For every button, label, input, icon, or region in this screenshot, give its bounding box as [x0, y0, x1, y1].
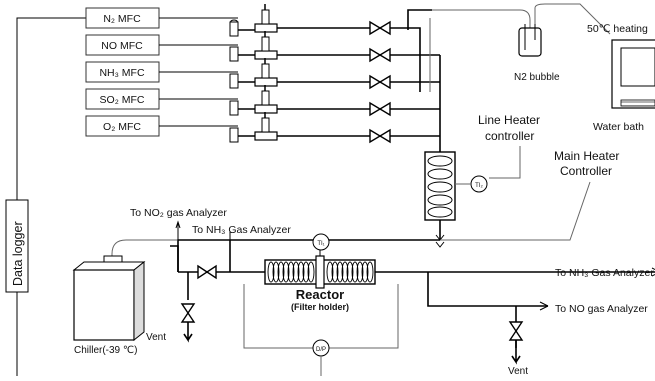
- valve-bottom-vent[interactable]: [508, 321, 524, 365]
- data-logger: Data logger: [5, 17, 88, 376]
- chiller-label: Chiller(-39 ℃): [74, 345, 137, 356]
- cylinder-n2: [229, 4, 278, 37]
- valve-no[interactable]: [369, 47, 391, 63]
- data-logger-label: Data logger: [11, 221, 25, 286]
- main-heater-label-1: Main Heater: [554, 149, 619, 163]
- line-heater-label-1: Line Heater: [478, 113, 540, 127]
- tc-line-label: TI₂: [475, 183, 483, 189]
- valve-reactor-inlet[interactable]: [197, 264, 217, 280]
- n2-bubbler: N2 bubble: [429, 3, 611, 92]
- mfc-n2: N₂ MFC: [85, 7, 160, 29]
- mfc-o2: O₂ MFC: [85, 115, 160, 137]
- to-no2-label: To NO₂ gas Analyzer: [130, 207, 227, 219]
- reactor-label: Reactor: [296, 287, 344, 302]
- water-bath: 50℃ heating Water bath: [587, 23, 655, 133]
- mfc-o2-label: O₂ MFC: [103, 121, 141, 133]
- line-heater-label-2: controller: [485, 129, 534, 143]
- mfc-nh3-label: NH₃ MFC: [99, 67, 145, 79]
- to-nh3-right-label: To NH₃ Gas Analyzer: [555, 267, 654, 279]
- vent-left-label: Vent: [146, 332, 166, 343]
- logger-signal-line-mfc: [16, 17, 88, 200]
- gas-lines: [277, 9, 441, 152]
- water-bath-label: Water bath: [593, 121, 644, 133]
- to-nh3-left-label: To NH₃ Gas Analyzer: [192, 224, 291, 236]
- mfc-signal-lines: [159, 17, 238, 127]
- chiller: Chiller(-39 ℃) Vent: [72, 239, 178, 356]
- main-heater-controller: Main Heater Controller: [322, 149, 619, 241]
- mfc-nh3: NH₃ MFC: [85, 61, 160, 83]
- mfc-so2: SO₂ MFC: [85, 88, 160, 110]
- heating-label: 50℃ heating: [587, 23, 648, 35]
- mfc-no-label: NO MFC: [101, 40, 143, 52]
- cylinder-so2: [229, 85, 278, 116]
- valve-o2[interactable]: [369, 128, 391, 144]
- mfc-n2-label: N₂ MFC: [103, 13, 141, 25]
- mfc-so2-label: SO₂ MFC: [100, 94, 145, 106]
- gas-cylinders: [229, 4, 278, 143]
- valve-n2[interactable]: [369, 20, 391, 36]
- valve-chiller-vent[interactable]: [180, 303, 196, 343]
- filter-holder-label: (Filter holder): [291, 302, 349, 312]
- to-no-right-label: To NO gas Analyzer: [555, 303, 648, 315]
- line-heater-controller: Line Heater controller TI₂: [455, 113, 540, 193]
- cylinder-o2: [229, 112, 278, 143]
- reactor: TI₁ Reactor (Filter holder): [264, 233, 376, 312]
- valve-so2[interactable]: [369, 101, 391, 117]
- vent-bottom-label: Vent: [508, 366, 528, 376]
- line-heater: [424, 151, 456, 248]
- reactor-line: [170, 239, 655, 348]
- mfc-bank: N₂ MFC NO MFC NH₃ MFC SO₂ MFC O₂ MFC: [85, 7, 238, 137]
- mfc-no: NO MFC: [85, 34, 160, 56]
- cylinder-nh3: [229, 58, 278, 89]
- tc-reactor-label: TI₁: [317, 241, 324, 247]
- dp-label: D/P: [316, 347, 326, 353]
- n2-bubble-label: N2 bubble: [514, 72, 560, 83]
- analyzer-outlets: To NO₂ gas Analyzer To NH₃ Gas Analyzer …: [130, 207, 654, 377]
- differential-pressure: D/P: [243, 284, 399, 376]
- valve-nh3[interactable]: [369, 74, 391, 90]
- main-heater-label-2: Controller: [560, 164, 612, 178]
